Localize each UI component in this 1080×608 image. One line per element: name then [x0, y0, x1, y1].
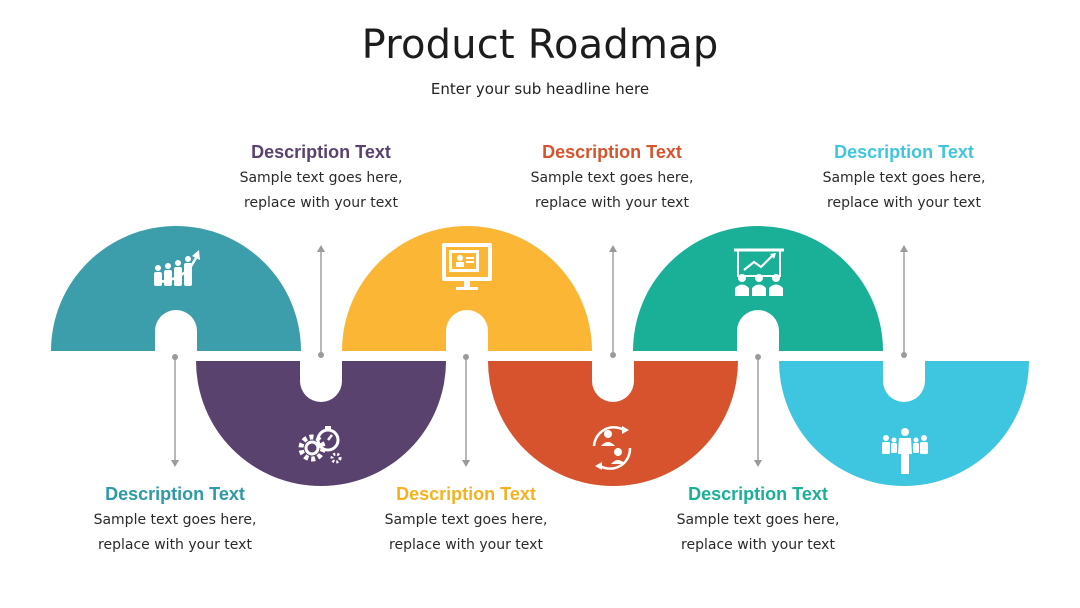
description-line-1: Sample text goes here, — [530, 170, 694, 186]
description-block-3: Description Text Sample text goes here, … — [356, 483, 576, 558]
description-block-5: Description Text Sample text goes here, … — [648, 483, 868, 558]
segment-2-bottom — [196, 361, 446, 486]
description-line-2: replace with your text — [535, 195, 689, 211]
description-line-1: Sample text goes here, — [239, 170, 403, 186]
connector-4 — [609, 245, 617, 358]
description-block-2: Description Text Sample text goes here, … — [211, 141, 431, 216]
connector-1 — [171, 354, 179, 467]
segment-6-bottom — [779, 361, 1029, 486]
team-leader-icon — [882, 428, 928, 474]
growth-chart-icon — [153, 250, 200, 286]
segment-4-bottom — [488, 361, 738, 486]
description-heading: Description Text — [396, 484, 536, 504]
gears-stopwatch-icon — [298, 426, 342, 464]
description-block-1: Description Text Sample text goes here, … — [65, 483, 285, 558]
page-title: Product Roadmap — [361, 22, 719, 68]
description-heading: Description Text — [688, 484, 828, 504]
presentation-team-icon — [734, 248, 784, 296]
description-line-1: Sample text goes here, — [676, 512, 840, 528]
description-line-1: Sample text goes here, — [822, 170, 986, 186]
page-subtitle: Enter your sub headline here — [430, 80, 650, 98]
segment-1-top — [51, 226, 301, 351]
description-block-4: Description Text Sample text goes here, … — [502, 141, 722, 216]
description-heading: Description Text — [834, 142, 974, 162]
description-heading: Description Text — [542, 142, 682, 162]
connector-5 — [754, 354, 762, 467]
connector-6 — [900, 245, 908, 358]
description-heading: Description Text — [105, 484, 245, 504]
monitor-profile-icon — [442, 243, 492, 290]
description-block-6: Description Text Sample text goes here, … — [794, 141, 1014, 216]
description-heading: Description Text — [251, 142, 391, 162]
description-line-2: replace with your text — [681, 537, 835, 553]
user-exchange-icon — [592, 426, 632, 470]
description-line-2: replace with your text — [98, 537, 252, 553]
description-line-2: replace with your text — [827, 195, 981, 211]
connector-2 — [317, 245, 325, 358]
description-line-1: Sample text goes here, — [93, 512, 257, 528]
description-line-2: replace with your text — [244, 195, 398, 211]
description-line-1: Sample text goes here, — [384, 512, 548, 528]
description-line-2: replace with your text — [389, 537, 543, 553]
connector-3 — [462, 354, 470, 467]
